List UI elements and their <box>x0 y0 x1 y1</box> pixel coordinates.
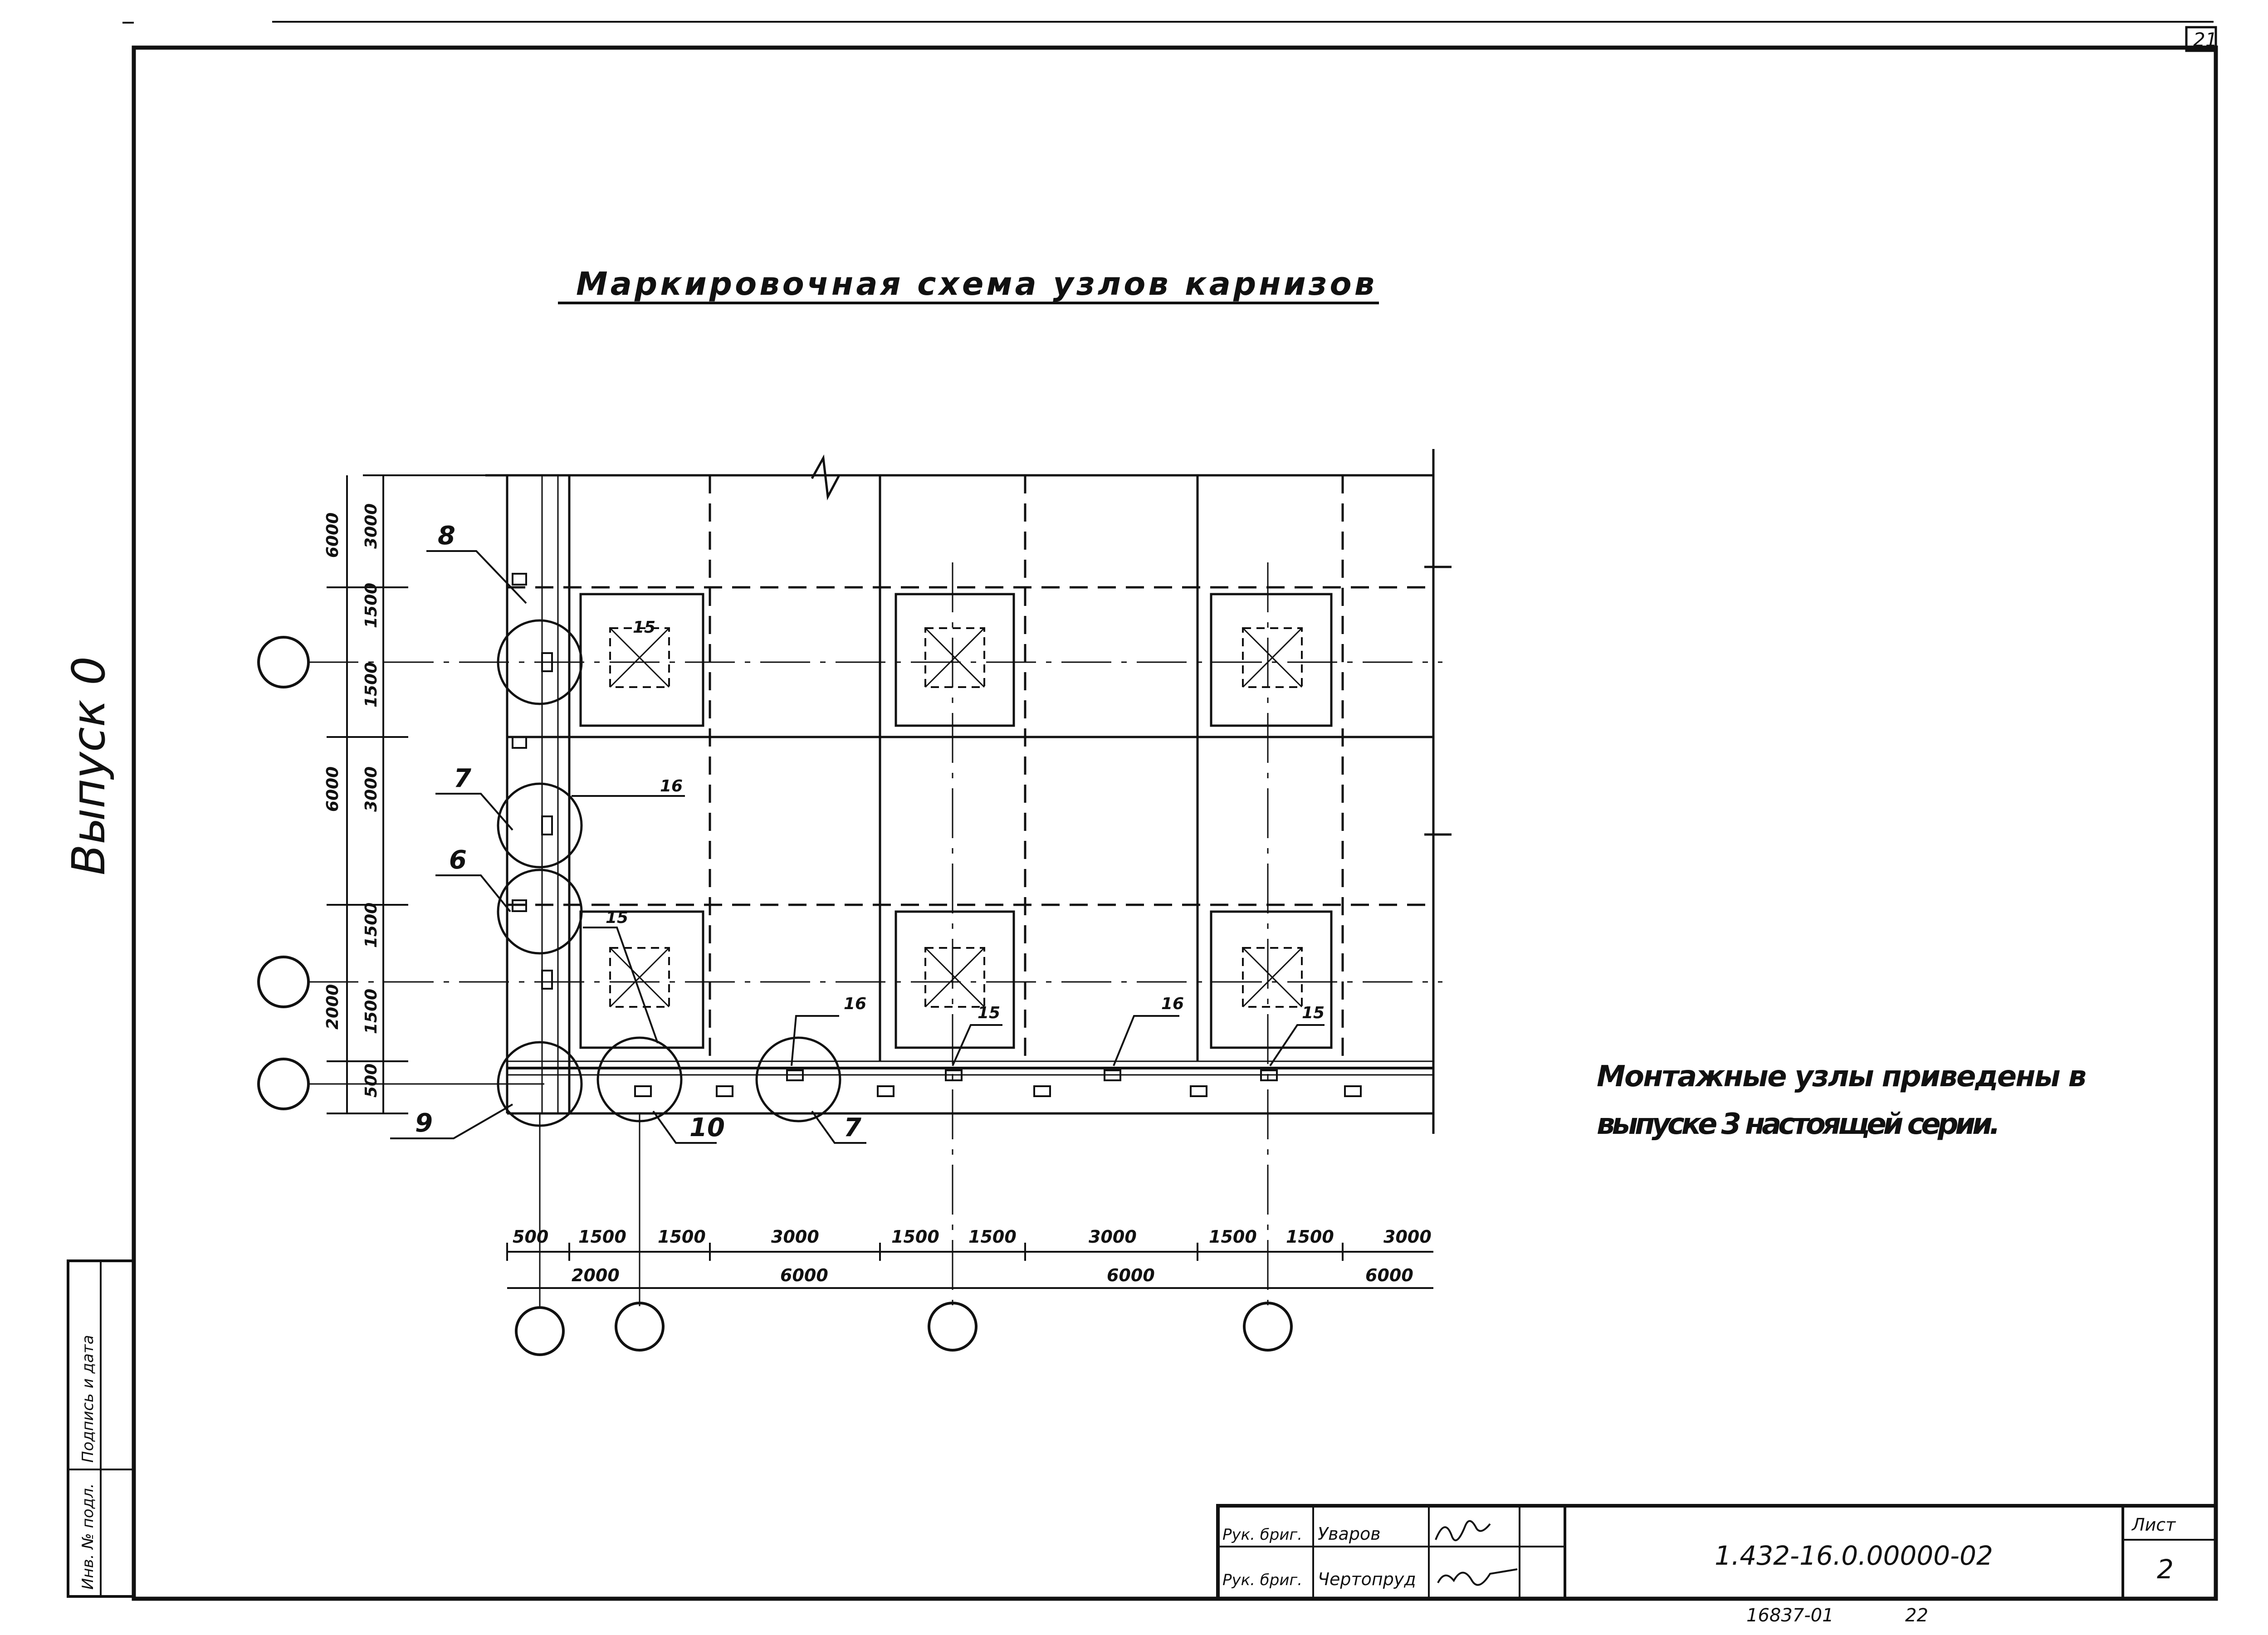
detail-label-15c: 15 <box>978 1004 1000 1022</box>
bottom-dim-5: 1500 <box>891 1227 939 1247</box>
left-dim-outer-3: 2000 <box>323 984 342 1030</box>
left-dim-inner-4: 3000 <box>362 766 381 812</box>
node-label-10: 10 <box>689 1113 725 1142</box>
bottom-dim-4: 3000 <box>771 1227 819 1247</box>
note-line-2: выпуске 3 настоящей серии. <box>1597 1108 2000 1141</box>
tb-row1-name: Уваров <box>1318 1524 1381 1544</box>
bottom-dim-span-2: 6000 <box>780 1265 828 1285</box>
signature-marks <box>1435 1520 1518 1586</box>
left-dim-inner-1: 3000 <box>362 503 381 549</box>
issue-label: Выпуск 0 <box>62 656 115 875</box>
bottom-dim-10: 3000 <box>1383 1227 1432 1247</box>
sheet-frame <box>132 45 2218 1601</box>
cornice-plan <box>308 449 1452 1306</box>
bottom-dim-2: 1500 <box>578 1227 626 1247</box>
left-dim-outer-2: 6000 <box>323 766 342 812</box>
note-line-1: Монтажные узлы приведены в <box>1597 1060 2087 1093</box>
detail-label-15b: 15 <box>606 908 628 927</box>
left-dim-inner-3: 1500 <box>362 662 381 708</box>
archive-sheet: 22 <box>1905 1605 1928 1626</box>
bottom-dim-span-4: 6000 <box>1365 1265 1413 1285</box>
side-stamp-inventory: Инв. № подл. <box>79 1483 97 1590</box>
page-title: Маркировочная схема узлов карнизов <box>576 265 1374 303</box>
detail-label-15d: 15 <box>1302 1004 1325 1022</box>
node-circles <box>497 619 841 1127</box>
node-label-8: 8 <box>438 521 455 551</box>
bottom-dim-6: 1500 <box>968 1227 1017 1247</box>
tb-row2-name: Чертопруд <box>1318 1569 1416 1589</box>
detail-label-16a: 16 <box>660 777 683 796</box>
detail-label-15a: 15 <box>633 618 655 637</box>
left-dim-inner-6: 1500 <box>362 989 381 1034</box>
sheet-number: 2 <box>2157 1554 2174 1585</box>
archive-number: 16837-01 <box>1746 1605 1834 1626</box>
sheet-corner-number: 21 <box>2193 29 2217 51</box>
bottom-dim-span-1: 2000 <box>572 1265 620 1285</box>
left-dim-inner-2: 1500 <box>362 583 381 628</box>
tb-row1-role: Рук. бриг. <box>1222 1526 1302 1544</box>
left-dim-outer-1: 6000 <box>323 512 342 558</box>
side-stamp-signature: Подпись и дата <box>79 1335 97 1463</box>
bottom-dim-8: 1500 <box>1209 1227 1257 1247</box>
detail-label-16c: 16 <box>1161 995 1184 1013</box>
left-dim-inner-5: 1500 <box>362 903 381 948</box>
detail-label-16b: 16 <box>844 995 866 1013</box>
node-label-7b: 7 <box>844 1113 861 1142</box>
bottom-dim-9: 1500 <box>1286 1227 1334 1247</box>
bottom-dim-7: 3000 <box>1089 1227 1137 1247</box>
title-block <box>1216 1504 2218 1601</box>
side-stamp <box>67 1259 135 1598</box>
tb-row2-role: Рук. бриг. <box>1222 1571 1302 1589</box>
left-dimension-chain <box>327 474 485 1114</box>
column-cap-panels <box>579 593 1333 1049</box>
node-label-7a: 7 <box>454 764 471 793</box>
sheet-label: Лист <box>2131 1515 2176 1535</box>
document-code: 1.432-16.0.00000-02 <box>1715 1540 1993 1571</box>
node-label-9: 9 <box>415 1108 433 1138</box>
node-label-6: 6 <box>449 845 467 875</box>
bottom-dimension-chain <box>506 1243 1433 1289</box>
left-dim-inner-7: 500 <box>362 1064 381 1098</box>
bottom-dim-3: 1500 <box>658 1227 706 1247</box>
bottom-dim-span-3: 6000 <box>1107 1265 1155 1285</box>
bottom-dim-1: 500 <box>513 1227 548 1247</box>
axis-bubbles <box>257 636 1293 1356</box>
